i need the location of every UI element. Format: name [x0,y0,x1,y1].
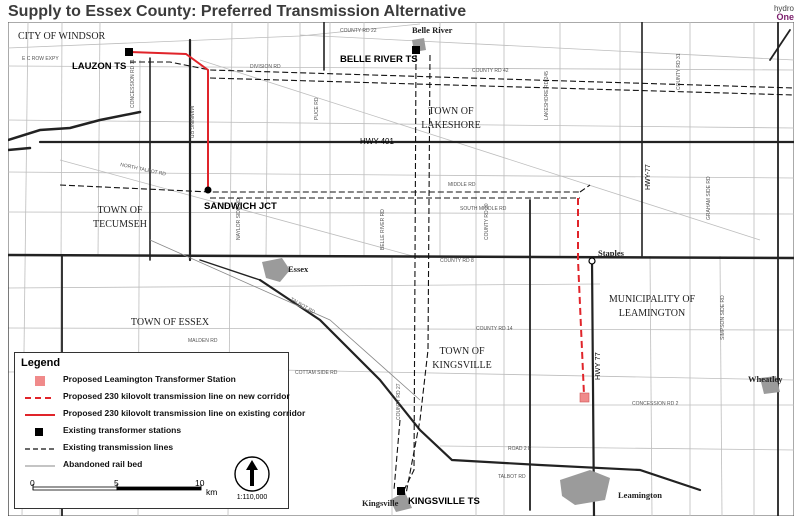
label-county-rd-42: COUNTY RD 42 [472,68,509,74]
label-lauzon-ts: LAUZON TS [72,61,126,72]
label-staples: Staples [598,248,625,258]
label-division-rd: DIVISION RD [250,64,281,70]
label-belle-river: Belle River [412,25,453,35]
scale-tick-0: 0 [30,478,35,488]
label-sandwich-jct: SANDWICH JCT [204,201,277,212]
label-malden-rd: MALDEN RD [188,338,218,344]
label-concession-rd-11: CONCESSION RD 11 [130,59,136,108]
label-hwy-401: HWY-401 [360,137,394,146]
label-town-of-essex: TOWN OF ESSEX [131,317,210,328]
leamington-ts-marker[interactable] [579,392,590,403]
label-lakeshore-rd-245: LAKESHORE RD 245 [544,71,550,120]
label-hwy-77-north: HWY-77 [645,164,652,190]
proposed-line-existing-corridor[interactable] [129,51,209,190]
label-belle-river-rd: BELLE RIVER RD [380,209,386,250]
label-county-rd-27: COUNTY RD 27 [396,383,402,420]
label-kingsville: Kingsville [362,498,399,508]
legend-item-existing-corridor: Proposed 230 kilovolt transmission line … [15,407,305,424]
legend-label: Proposed Leamington Transformer Station [63,374,236,384]
scale-ratio: 1:110,000 [236,494,268,501]
legend-label: Existing transformer stations [63,425,182,435]
legend-label: Proposed 230 kilovolt transmission line … [63,391,290,401]
scale-unit: km [206,487,218,497]
label-county-rd-14: COUNTY RD 14 [476,326,513,332]
label-ec-row-expy: E C ROW EXPY [22,56,59,62]
hydro-one-logo: hydro One [774,4,794,22]
scale-bar-graphic [32,484,202,491]
label-essex: Essex [288,264,309,274]
built-up-areas [262,38,780,512]
label-leamington-upper: LEAMINGTON [619,308,685,319]
label-tecumseh: TECUMSEH [93,219,147,230]
logo-sub: One [776,12,794,22]
legend-label: Existing transmission lines [63,442,174,452]
legend-item-new-corridor: Proposed 230 kilovolt transmission line … [15,390,290,407]
label-manning-rd: MANNING RD [188,106,194,139]
label-kingsville-upper: KINGSVILLE [432,360,491,371]
minor-roads [8,22,794,516]
label-leamington: Leamington [618,490,662,500]
label-wheatley: Wheatley [748,374,783,384]
label-hwy-77-south: HWY 77 [593,352,602,380]
legend-item-rail-bed: Abandoned rail bed [15,458,288,475]
kingsville-ts-marker[interactable] [397,487,405,495]
label-town-of-lakeshore-1: TOWN OF [428,106,474,117]
scale-tick-10: 10 [195,478,205,488]
label-naylor-side-rd: NAYLOR SIDE RD [236,198,242,240]
label-cottam-side-rd: COTTAM SIDE RD [295,370,338,376]
black-square-icon [35,428,43,436]
label-concession-rd-2: CONCESSION RD 2 [632,401,679,407]
grey-line-icon [25,465,55,467]
label-puce-rd: PUCE RD [314,97,320,120]
label-simpson-side-rd: SIMPSON SIDE RD [720,295,726,340]
map-title: Supply to Essex County: Preferred Transm… [8,3,467,20]
label-town-of-kingsville-1: TOWN OF [439,346,485,357]
belle-river-ts-marker[interactable] [412,46,420,54]
legend-title: Legend [21,357,61,369]
pink-square-icon [35,376,45,386]
label-middle-rd: MIDDLE RD [448,182,476,188]
north-arrow: 1:110,000 [232,454,272,504]
legend-item-existing-stations: Existing transformer stations [15,424,288,441]
label-town-of-tecumseh-1: TOWN OF [97,205,143,216]
scale-bar: 0 5 10 km [24,475,218,505]
label-county-rd-8: COUNTY RD 8 [440,258,474,264]
black-dashed-line-icon [25,448,55,450]
legend-item-proposed-station: Proposed Leamington Transformer Station [15,373,288,390]
staples-marker [588,257,596,265]
red-dashed-line-icon [25,397,55,399]
legend-label: Proposed 230 kilovolt transmission line … [63,408,306,418]
label-municipality-of: MUNICIPALITY OF [609,294,696,305]
label-graham-side-rd: GRAHAM SIDE RD [706,176,712,220]
lauzon-ts-marker[interactable] [125,48,133,56]
scale-tick-5: 5 [114,478,119,488]
label-south-middle-rd: SOUTH MIDDLE RD [460,206,507,212]
label-lakeshore: LAKESHORE [421,120,480,131]
abandoned-rail-bed [149,239,421,401]
label-belle-river-ts: BELLE RIVER TS [340,54,418,65]
label-city-of-windsor: CITY OF WINDSOR [18,31,106,42]
label-road-2-e: ROAD 2 E [508,446,532,452]
label-talbot-rd-east: TALBOT RD [498,474,526,480]
logo-text: hydro [773,4,794,13]
label-county-rd-31: COUNTY RD 31 [676,53,682,90]
legend-item-existing-lines: Existing transmission lines [15,441,288,458]
label-kingsville-ts: KINGSVILLE TS [408,496,480,507]
existing-transmission-lines [59,54,794,495]
legend-label: Abandoned rail bed [63,459,143,469]
red-solid-line-icon [25,414,55,416]
label-county-rd-20: COUNTY RD 20 [484,203,490,240]
proposed-line-new-corridor[interactable] [577,198,585,396]
major-roads [8,22,794,516]
label-county-rd-22: COUNTY RD 22 [340,28,377,34]
sandwich-jct-marker[interactable] [204,186,212,194]
north-arrow-icon [234,456,270,492]
